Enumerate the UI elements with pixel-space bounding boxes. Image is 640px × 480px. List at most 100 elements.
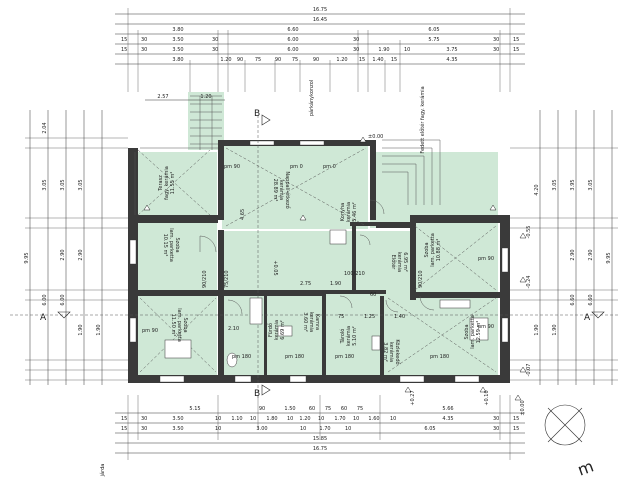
left-dim: 3.05: [60, 179, 66, 190]
parapet-label: párkánykonzol: [308, 80, 315, 116]
top-dim-2: 16.45: [313, 17, 327, 23]
bottom-dim-2: 1.70: [334, 416, 345, 422]
height-mark: 75: [338, 314, 344, 320]
washbasin: [277, 325, 293, 337]
right-dim: 1.90: [534, 324, 540, 335]
right-dimension-chain: 4.20 3.95 3.05 3.05 2.90 2.90 6.60 6.60 …: [510, 110, 618, 385]
top-dim-5: 15: [513, 47, 519, 53]
top-dim-4: 6.00: [287, 37, 298, 43]
bottom-dim-2: 1.20: [299, 416, 310, 422]
bottom-dim-2: 1.60: [368, 416, 379, 422]
bottom-dim-2: 10: [287, 416, 293, 422]
room-area: 6.69 m²: [280, 320, 286, 340]
bottom-dim-1: 60: [309, 406, 315, 412]
bottom-dim-2: 10: [250, 416, 256, 422]
height-mark: 1.90: [330, 281, 341, 287]
top-dim-5: 30: [353, 47, 359, 53]
bottom-dim-1: 5.66: [442, 406, 453, 412]
height-mark: 1.40: [394, 314, 405, 320]
top-total-dim: 16.75: [313, 7, 327, 13]
left-dim: 6.00: [60, 294, 66, 305]
bottom-dim-1: 1.50: [284, 406, 295, 412]
top-dim-4: 3.50: [172, 37, 183, 43]
bottom-dim-3: 30: [141, 426, 147, 432]
room-name: Kamra: [314, 314, 320, 330]
room-name: Nappali-étkező: [284, 171, 291, 208]
bottom-dim-1: 5.15: [189, 406, 200, 412]
room-material: kerámia: [396, 252, 403, 272]
room-material: kerámia: [273, 320, 280, 340]
right-dim: 1.90: [552, 324, 558, 335]
top-dim-6: 1.40: [372, 57, 383, 63]
room-area: 10.88 m²: [436, 239, 442, 262]
bottom-dim-3: 3.50: [172, 426, 183, 432]
windows: [129, 140, 509, 383]
section-label-bottom: B: [254, 389, 260, 399]
opening-mark: pm 180: [285, 354, 304, 360]
bottom-dim-2: 30: [493, 416, 499, 422]
room-material: kerámia: [345, 202, 352, 222]
walkway-label: járda: [99, 464, 106, 478]
bottom-dim-3: 10: [345, 426, 351, 432]
bottom-dim-2: 30: [141, 416, 147, 422]
bottom-total-dim: 16.75: [313, 446, 327, 452]
level-bottom-2: +0.10: [484, 390, 490, 405]
room-material: lam. parketta: [430, 233, 436, 267]
bottom-dim-3: 10: [215, 426, 221, 432]
level-bottom-1: +0.27: [410, 390, 416, 405]
room-area: 28.89 m²: [272, 179, 278, 202]
top-dim-6: 15: [359, 57, 365, 63]
top-dim-3b: 6.60: [287, 27, 298, 33]
entry-steps: [190, 95, 222, 150]
level-top: ±0.00: [368, 134, 383, 140]
top-dim-4: 30: [141, 37, 147, 43]
left-dim: 2.04: [42, 122, 48, 133]
top-dim-5: 15: [121, 47, 127, 53]
bottom-dim-2: 10: [318, 416, 324, 422]
top-dim-6: 15: [391, 57, 397, 63]
bottom-dim-2: 15: [121, 416, 127, 422]
bottom-dim-1: 75: [357, 406, 363, 412]
room-name: Közlekedő: [394, 339, 400, 364]
top-dim-6: 1.20: [220, 57, 231, 63]
left-dim: 3.05: [42, 179, 48, 190]
room-area: 10.15 m²: [162, 234, 168, 257]
top-dim-5: 10: [404, 47, 410, 53]
level-markers: [143, 136, 527, 401]
level-right-1: -0.55: [526, 226, 532, 239]
misc-labels: 2.57 1.20 Fedett előtér fagy. kerámia pá…: [99, 80, 532, 477]
top-dim-4: 15: [513, 37, 519, 43]
room-material: lam. parketta: [168, 228, 174, 262]
room-material: kerámia: [345, 326, 352, 346]
room-material: kerámia: [278, 180, 285, 200]
door-mark: 100/210: [344, 271, 365, 277]
top-dim-3a: 3.80: [172, 27, 183, 33]
height-mark: 4.65: [240, 209, 246, 220]
room-name: Terasz: [158, 175, 164, 192]
top-dim-5: 3.75: [446, 47, 457, 53]
top-dim-5: 30: [493, 47, 499, 53]
room-area: 5.10 m²: [352, 326, 358, 346]
room-area: 11.50 m²: [170, 314, 176, 337]
toilet: [226, 352, 238, 368]
right-dim: 6.60: [570, 294, 576, 305]
right-total-dim: 9.95: [606, 252, 612, 263]
room-material: lam. parketta: [470, 315, 476, 349]
room-material: fagy. kerámia: [163, 166, 170, 200]
top-dim-6: 1.20: [336, 57, 347, 63]
section-label-top: B: [254, 109, 260, 119]
left-dim: 1.90: [78, 324, 84, 335]
fixtures: [164, 229, 489, 368]
room-name: Fürdő: [268, 323, 274, 337]
height-mark: 2.75: [300, 281, 311, 287]
opening-mark: pm 180: [232, 354, 251, 360]
bottom-dim-3: 15: [513, 426, 519, 432]
top-dim-5: 6.00: [287, 47, 298, 53]
bottom-dim-2: 10: [390, 416, 396, 422]
top-dim-4: 30: [493, 37, 499, 43]
top-dim-4: 30: [353, 37, 359, 43]
opening-mark: pm 90: [478, 324, 494, 330]
height-mark: 2.10: [228, 326, 239, 332]
left-dim: 2.90: [78, 249, 84, 260]
room-area: 5.46 m²: [352, 202, 358, 222]
